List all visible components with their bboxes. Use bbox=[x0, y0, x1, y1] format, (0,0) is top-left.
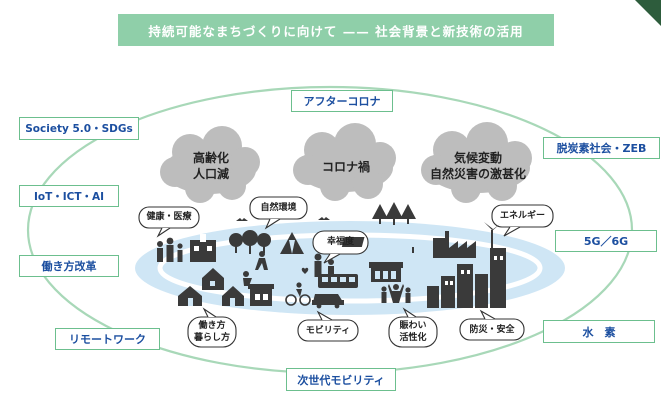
page-title: 持続可能なまちづくりに向けて —— 社会背景と新技術の活用 bbox=[118, 14, 554, 46]
walker-icon bbox=[255, 251, 268, 270]
bubble-safety-label: 防災・安全 bbox=[469, 325, 515, 335]
bubble-work-life-line-2: 暮らし方 bbox=[193, 333, 230, 343]
houses-icon bbox=[178, 268, 244, 306]
speech-bubbles bbox=[138, 196, 554, 348]
bird-icons bbox=[236, 217, 330, 221]
tram-icon bbox=[318, 274, 358, 288]
cloud-climate bbox=[421, 122, 532, 203]
box-hydrogen: 水 素 bbox=[543, 320, 655, 343]
box-iot-ict-ai: IoT・ICT・AI bbox=[19, 185, 119, 207]
car-icon bbox=[312, 294, 344, 309]
bubble-work-life-label: 働き方 暮らし方 bbox=[188, 320, 236, 344]
hospital-icon bbox=[190, 234, 216, 262]
bubble-work-life-line-1: 働き方 bbox=[198, 321, 226, 331]
box-after-corona: アフターコロナ bbox=[291, 90, 393, 112]
crowd-icon bbox=[381, 284, 411, 303]
bubble-bustle-line-2: 活性化 bbox=[399, 333, 427, 343]
cloud-climate-line-1: 気候変動 bbox=[453, 151, 502, 165]
cloud-climate-line-2: 自然災害の激甚化 bbox=[429, 167, 526, 181]
cloud-aging bbox=[160, 126, 260, 203]
forest-icon bbox=[229, 230, 271, 254]
stroller-icon bbox=[243, 271, 252, 286]
town-icons bbox=[157, 202, 506, 309]
cloud-aging-text: 高齢化 人口減 bbox=[165, 150, 257, 182]
bubble-bustle-line-1: 賑わい bbox=[399, 321, 427, 331]
cloud-aging-line-2: 人口減 bbox=[192, 167, 229, 181]
bubble-mobility-label: モビリティ bbox=[305, 326, 351, 336]
cloud-covid-line-1: コロナ禍 bbox=[321, 160, 370, 174]
conifer-icon bbox=[372, 202, 416, 225]
bubble-happiness-label: 幸福度 bbox=[326, 237, 354, 247]
bubble-health-label: 健康・医療 bbox=[146, 212, 192, 222]
page-corner-decoration bbox=[635, 0, 661, 26]
cloud-aging-line-1: 高齢化 bbox=[192, 151, 229, 165]
city-buildings-icon bbox=[427, 248, 506, 308]
cloud-covid bbox=[293, 123, 396, 201]
box-society5-sdgs: Society 5.0・SDGs bbox=[19, 117, 139, 140]
bubble-energy bbox=[491, 204, 554, 228]
box-decarbonized-zeb: 脱炭素社会・ZEB bbox=[543, 137, 660, 159]
cloud-covid-text: コロナ禍 bbox=[300, 159, 392, 175]
box-remote-work: リモートワーク bbox=[55, 328, 160, 350]
waterfall-icon bbox=[280, 232, 304, 254]
box-work-style-reform: 働き方改革 bbox=[19, 255, 119, 277]
family-icon bbox=[157, 237, 183, 262]
cyclist-icon bbox=[285, 282, 311, 306]
cloud-climate-text: 気候変動 自然災害の激甚化 bbox=[418, 150, 538, 182]
bubble-nature-label: 自然環境 bbox=[260, 203, 297, 213]
solar-panel-icon bbox=[341, 237, 414, 253]
bubble-energy-label: エネルギー bbox=[499, 211, 545, 221]
bubble-tails bbox=[156, 218, 521, 321]
shop-icon bbox=[248, 284, 274, 306]
factory-icon bbox=[433, 231, 476, 258]
bubble-happiness bbox=[312, 230, 369, 255]
market-icon bbox=[369, 262, 403, 282]
wind-turbine-icon bbox=[484, 222, 500, 258]
couple-icon bbox=[301, 253, 334, 277]
box-5g-6g: 5G／6G bbox=[555, 230, 657, 252]
box-next-gen-mobility: 次世代モビリティ bbox=[286, 368, 396, 391]
bubble-bustle-label: 賑わい 活性化 bbox=[389, 320, 437, 344]
